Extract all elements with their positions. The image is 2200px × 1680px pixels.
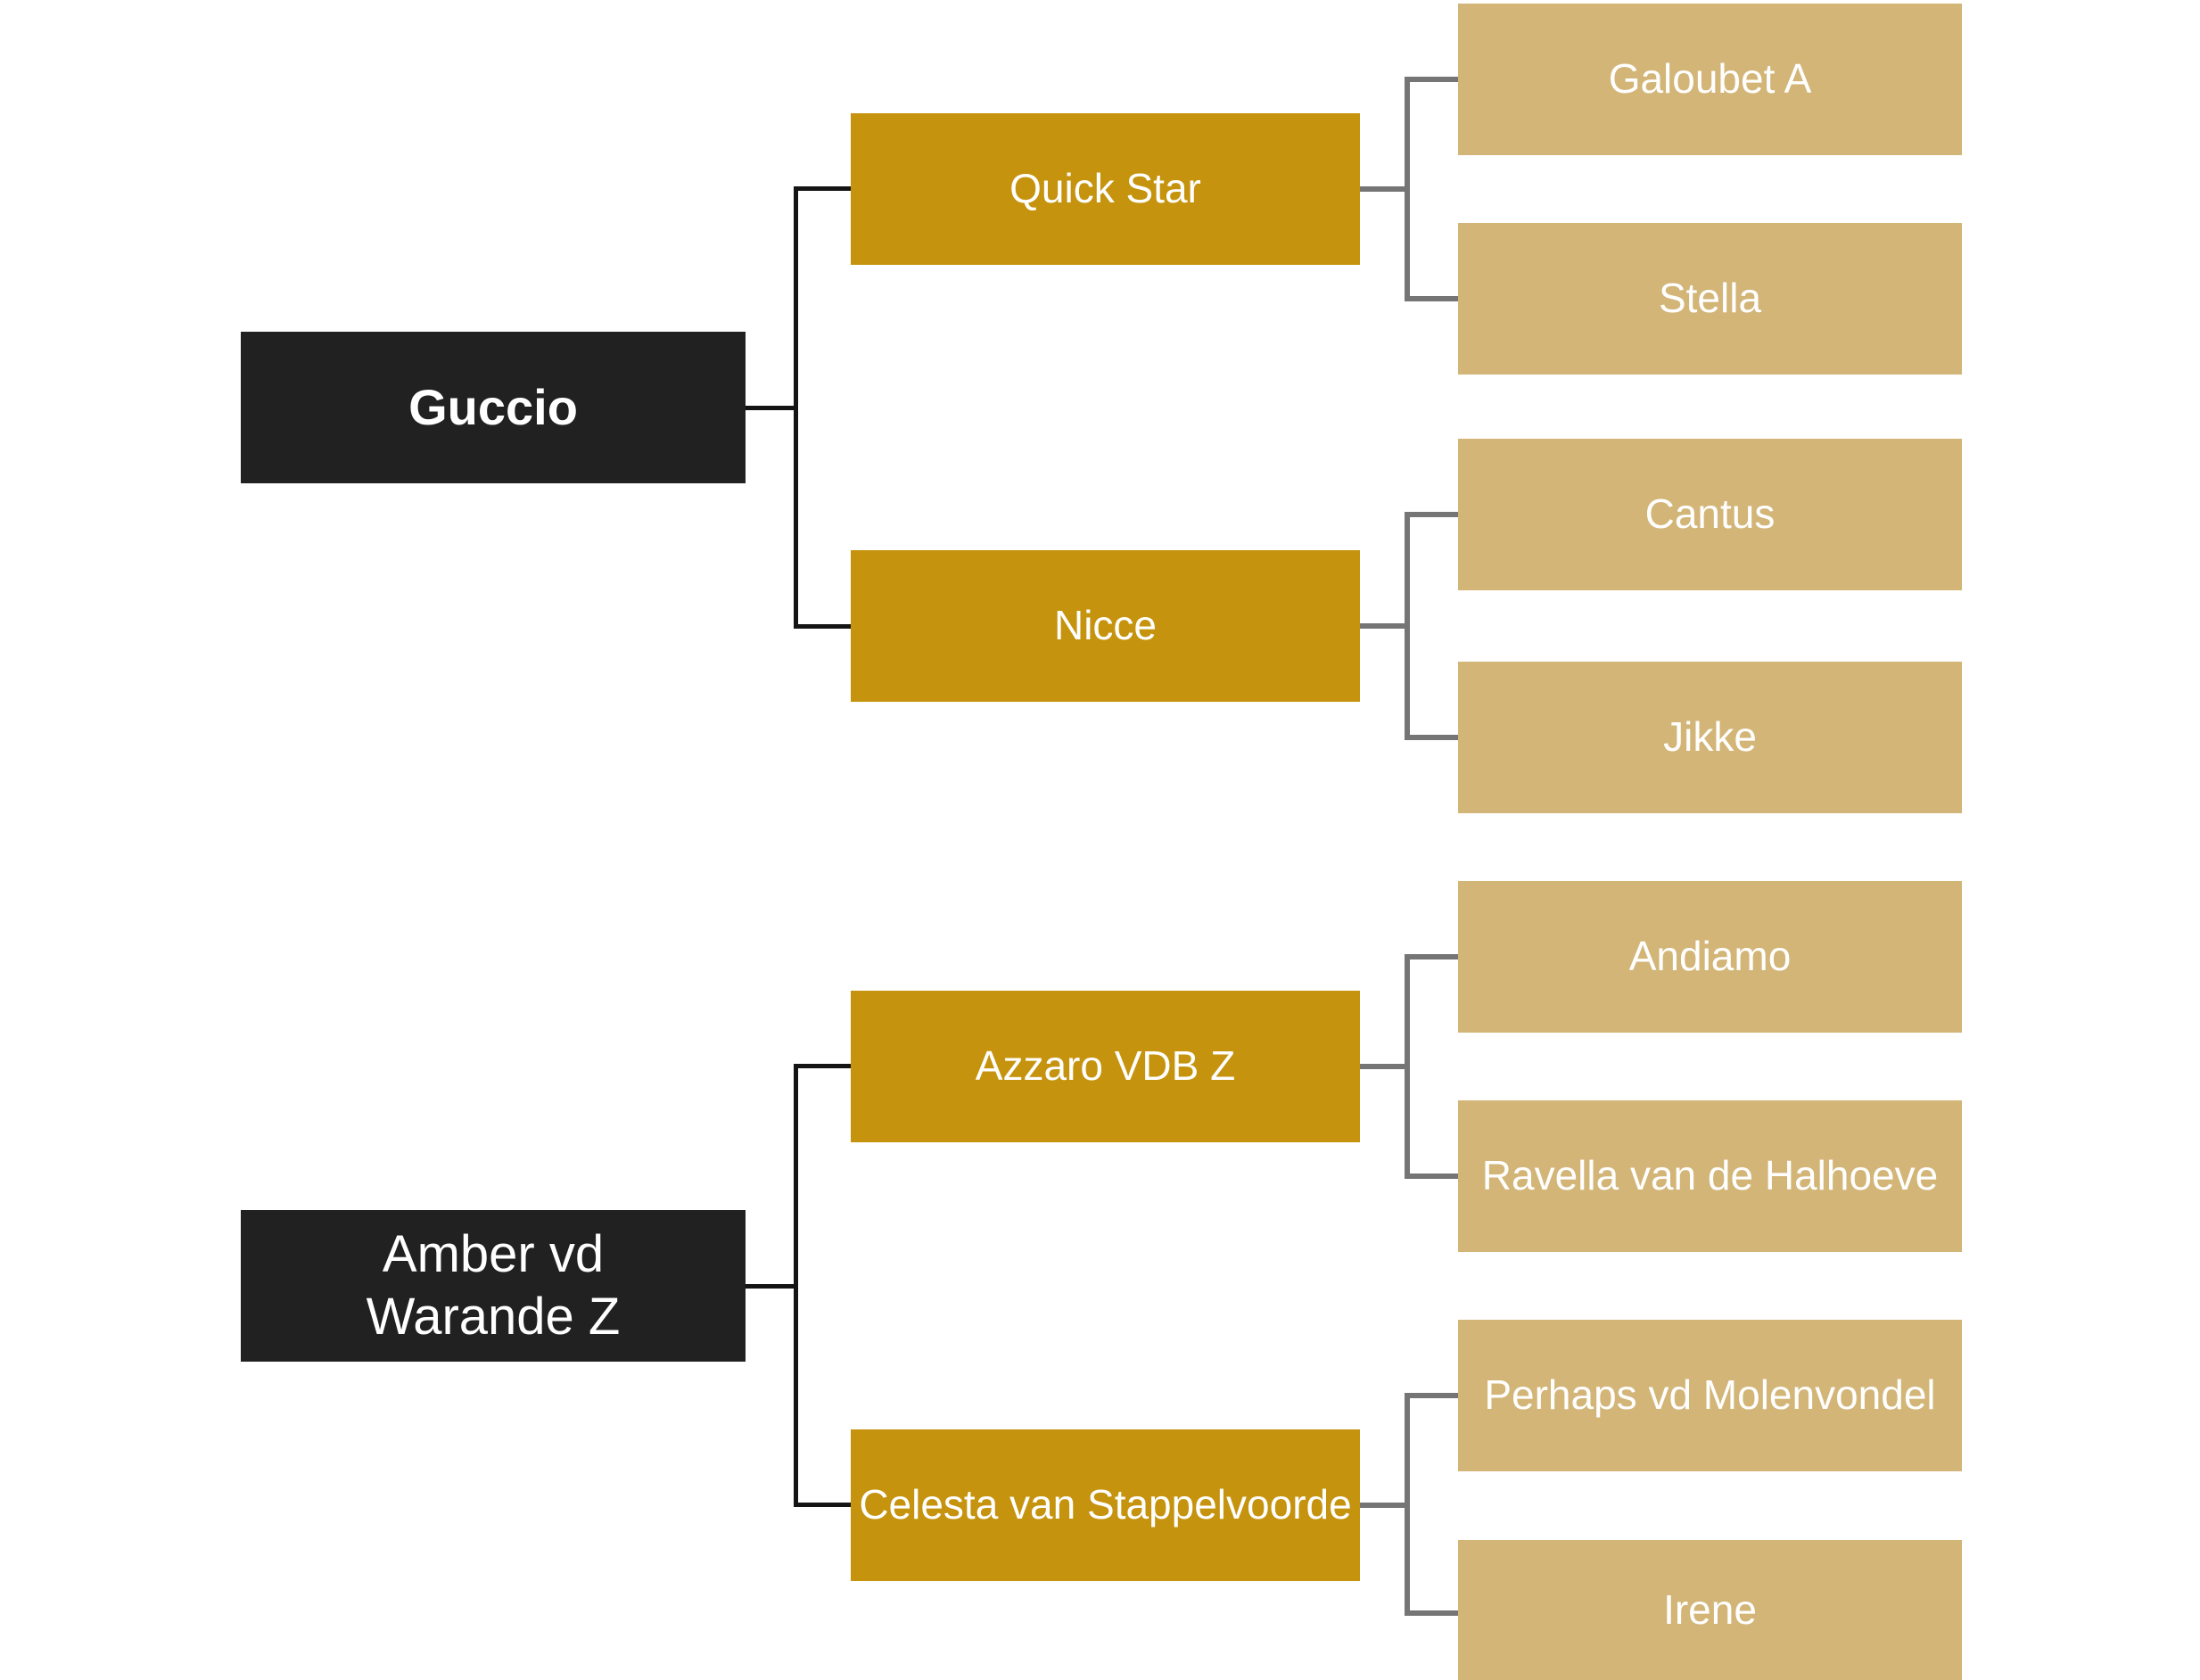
- node-amber-vd-warande-z-label: Amber vd Warande Z: [366, 1225, 621, 1346]
- connector-guccio-to-nicce: [794, 624, 851, 629]
- connector-amber-to-celesta: [794, 1503, 851, 1507]
- node-azzaro-vdb-z-label: Azzaro VDB Z: [975, 1042, 1236, 1090]
- node-perhaps-vd-molenvondel-label: Perhaps vd Molenvondel: [1484, 1371, 1936, 1419]
- node-celesta-van-stappelvoorde: Celesta van Stappelvoorde: [851, 1429, 1360, 1581]
- connector-celesta-to-perhaps: [1405, 1393, 1458, 1398]
- node-ravella-van-de-halhoeve: Ravella van de Halhoeve: [1458, 1100, 1962, 1252]
- node-galoubet-a-label: Galoubet A: [1608, 55, 1812, 103]
- connector-quick-star-vertical: [1405, 77, 1410, 301]
- connector-amber-trunk-vertical: [794, 1064, 798, 1507]
- node-cantus-label: Cantus: [1644, 490, 1776, 538]
- node-galoubet-a: Galoubet A: [1458, 4, 1962, 155]
- node-cantus: Cantus: [1458, 439, 1962, 590]
- connector-amber-to-azzaro: [794, 1064, 851, 1068]
- connector-nicce-horizontal: [1360, 623, 1410, 629]
- connector-guccio-to-quick-star: [794, 186, 851, 191]
- connector-quick-star-horizontal: [1360, 186, 1410, 192]
- connector-celesta-vertical: [1405, 1393, 1410, 1616]
- node-ravella-van-de-halhoeve-label: Ravella van de Halhoeve: [1481, 1152, 1939, 1199]
- node-andiamo-label: Andiamo: [1628, 933, 1792, 980]
- node-perhaps-vd-molenvondel: Perhaps vd Molenvondel: [1458, 1320, 1962, 1471]
- connector-azzaro-to-ravella: [1405, 1174, 1458, 1179]
- connector-celesta-horizontal: [1360, 1503, 1410, 1508]
- connector-quick-star-to-stella: [1405, 296, 1458, 301]
- node-jikke: Jikke: [1458, 662, 1962, 813]
- connector-celesta-to-irene: [1405, 1610, 1458, 1616]
- node-irene: Irene: [1458, 1540, 1962, 1680]
- node-stella-label: Stella: [1658, 275, 1762, 322]
- node-azzaro-vdb-z: Azzaro VDB Z: [851, 991, 1360, 1142]
- node-irene-label: Irene: [1663, 1585, 1757, 1633]
- node-celesta-van-stappelvoorde-label: Celesta van Stappelvoorde: [859, 1481, 1352, 1528]
- node-nicce: Nicce: [851, 550, 1360, 702]
- node-quick-star-label: Quick Star: [1009, 165, 1201, 212]
- connector-amber-trunk-horizontal: [746, 1284, 798, 1289]
- node-andiamo: Andiamo: [1458, 881, 1962, 1033]
- node-quick-star: Quick Star: [851, 113, 1360, 265]
- connector-nicce-vertical: [1405, 512, 1410, 740]
- node-jikke-label: Jikke: [1663, 713, 1757, 761]
- node-nicce-label: Nicce: [1053, 602, 1158, 649]
- connector-guccio-trunk-vertical: [794, 186, 798, 629]
- node-amber-vd-warande-z: Amber vd Warande Z: [241, 1210, 746, 1362]
- node-guccio-label: Guccio: [408, 379, 578, 436]
- connector-nicce-to-cantus: [1405, 512, 1458, 517]
- connector-quick-star-to-galoubet-a: [1405, 77, 1458, 82]
- connector-azzaro-vertical: [1405, 954, 1410, 1179]
- connector-azzaro-to-andiamo: [1405, 954, 1458, 959]
- node-guccio: Guccio: [241, 332, 746, 483]
- node-stella: Stella: [1458, 223, 1962, 375]
- connector-azzaro-horizontal: [1360, 1064, 1410, 1069]
- connector-nicce-to-jikke: [1405, 735, 1458, 740]
- connector-guccio-trunk-horizontal: [746, 406, 798, 410]
